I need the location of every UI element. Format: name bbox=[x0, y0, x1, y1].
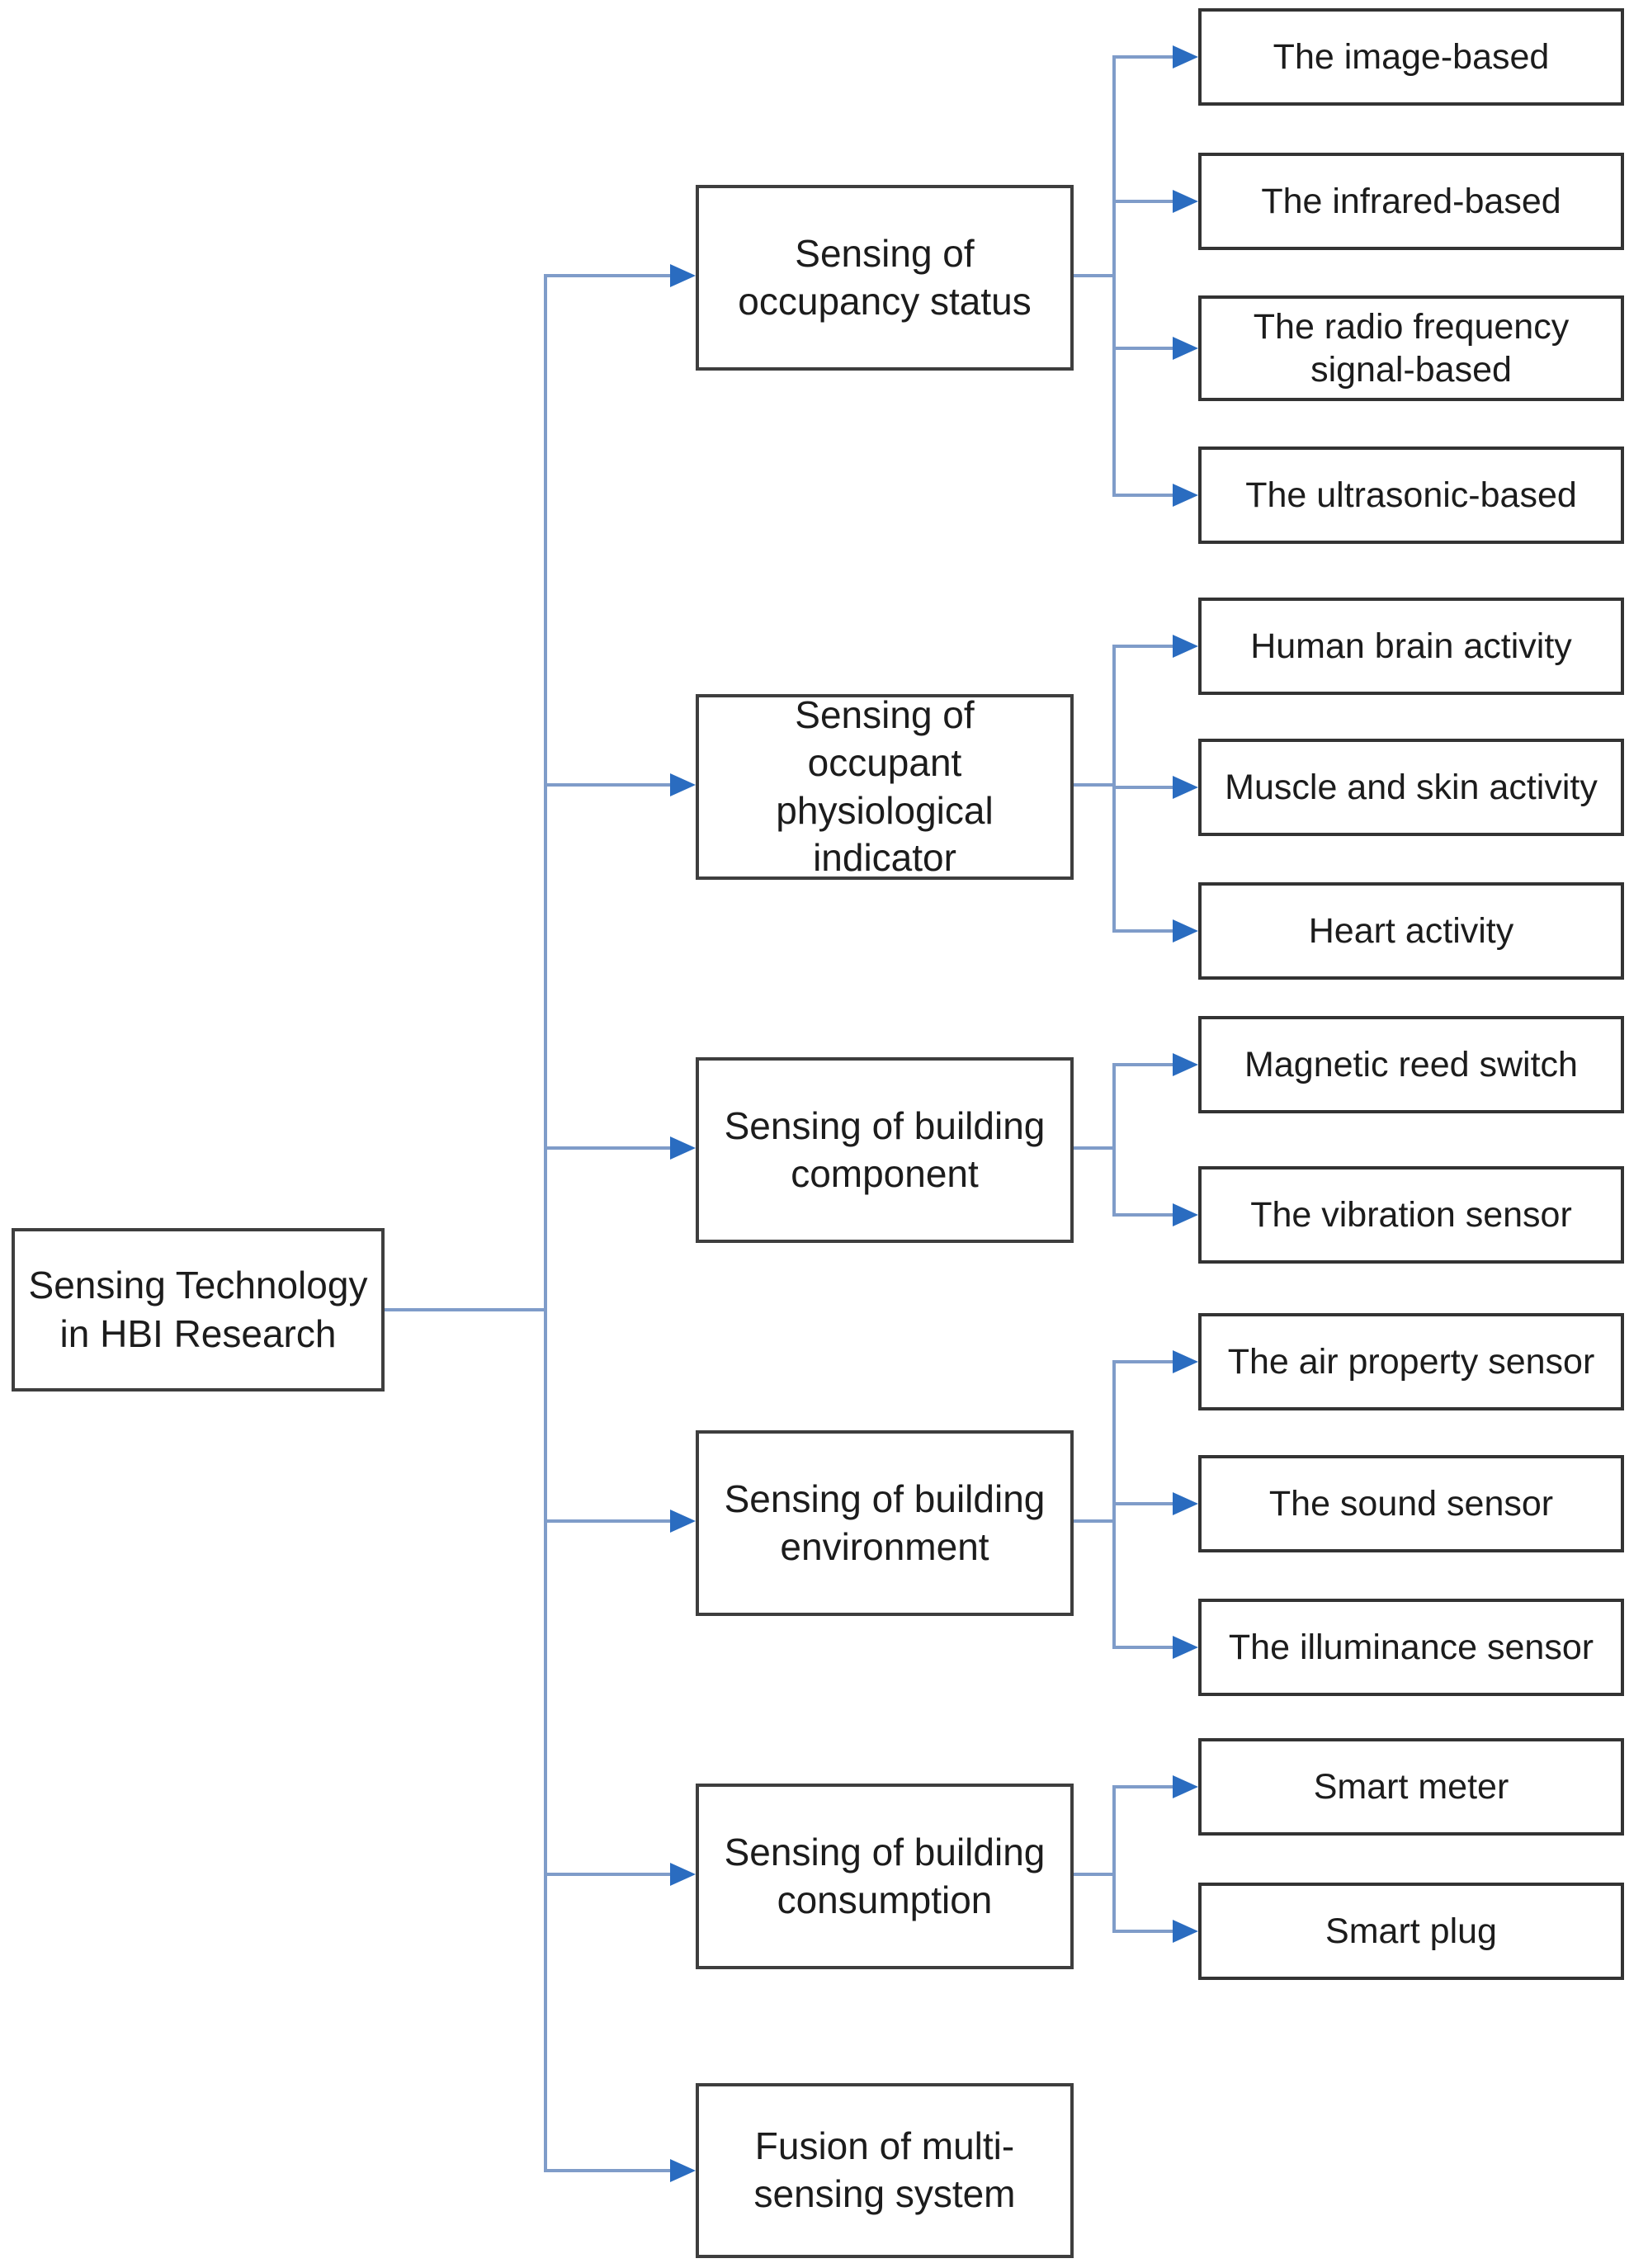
connector-line bbox=[1112, 1502, 1175, 1505]
connector-line bbox=[1112, 1063, 1175, 1066]
leaf-node-label: Heart activity bbox=[1308, 910, 1514, 951]
arrowhead-icon bbox=[670, 773, 696, 796]
arrowhead-icon bbox=[1173, 190, 1198, 213]
group-node-label: Fusion of multi-sensing system bbox=[753, 2124, 1016, 2215]
connector-line bbox=[1112, 55, 1175, 59]
leaf-node-label: The vibration sensor bbox=[1250, 1194, 1572, 1235]
connector-line bbox=[545, 2169, 671, 2172]
leaf-node-box: The air property sensor bbox=[1198, 1313, 1624, 1410]
leaf-node-label: Magnetic reed switch bbox=[1244, 1044, 1578, 1084]
connector-line bbox=[545, 274, 671, 277]
group-node-box-building-component: Sensing of building component bbox=[696, 1057, 1074, 1243]
root-node-box: Sensing Technology in HBI Research bbox=[12, 1228, 385, 1392]
arrowhead-icon bbox=[1173, 1053, 1198, 1076]
leaf-node-box: The vibration sensor bbox=[1198, 1166, 1624, 1264]
connector-line bbox=[1112, 347, 1175, 350]
connector-line bbox=[545, 1873, 671, 1876]
group-node-box-building-consumption: Sensing of building consumption bbox=[696, 1784, 1074, 1969]
leaf-node-label: Muscle and skin activity bbox=[1225, 767, 1598, 807]
connector-line bbox=[1112, 1785, 1175, 1788]
leaf-node-label: The air property sensor bbox=[1227, 1341, 1595, 1382]
arrowhead-icon bbox=[1173, 1492, 1198, 1515]
leaf-node-box: Muscle and skin activity bbox=[1198, 739, 1624, 836]
connector-line bbox=[1112, 1646, 1175, 1649]
connector-line bbox=[385, 1308, 547, 1311]
leaf-node-box: Smart plug bbox=[1198, 1883, 1624, 1980]
arrowhead-icon bbox=[1173, 919, 1198, 943]
leaf-node-box: The infrared-based bbox=[1198, 153, 1624, 250]
connector-line bbox=[545, 1146, 671, 1150]
arrowhead-icon bbox=[1173, 484, 1198, 507]
root-node-label: Sensing Technology in HBI Research bbox=[28, 1264, 368, 1355]
leaf-node-box: The image-based bbox=[1198, 8, 1624, 106]
leaf-node-label: The infrared-based bbox=[1261, 181, 1561, 221]
leaf-node-box: Smart meter bbox=[1198, 1738, 1624, 1836]
connector-line bbox=[1112, 494, 1175, 497]
group-node-box-physiological-indicator: Sensing of occupant physiological indica… bbox=[696, 692, 1074, 880]
connector-line bbox=[545, 1519, 671, 1523]
arrowhead-icon bbox=[1173, 776, 1198, 799]
arrowhead-icon bbox=[1173, 1203, 1198, 1226]
group-node-label: Sensing of building component bbox=[724, 1103, 1046, 1195]
group-node-box-building-environment: Sensing of building environment bbox=[696, 1430, 1074, 1616]
group-node-label: Sensing of occupancy status bbox=[738, 231, 1032, 323]
leaf-node-box: Human brain activity bbox=[1198, 598, 1624, 695]
connector-line bbox=[1112, 55, 1116, 497]
leaf-node-box: The illuminance sensor bbox=[1198, 1599, 1624, 1696]
connector-line bbox=[1074, 1873, 1116, 1876]
connector-line bbox=[1074, 1146, 1116, 1150]
leaf-node-box: The ultrasonic-based bbox=[1198, 447, 1624, 544]
connector-line bbox=[1112, 1063, 1116, 1217]
connector-line bbox=[1112, 929, 1175, 933]
group-node-label: Sensing of building consumption bbox=[724, 1830, 1046, 1921]
arrowhead-icon bbox=[1173, 1350, 1198, 1373]
connector-line bbox=[1112, 200, 1175, 203]
connector-line bbox=[1112, 1213, 1175, 1217]
leaf-node-box: Magnetic reed switch bbox=[1198, 1016, 1624, 1113]
connector-line bbox=[1112, 645, 1175, 648]
connector-line bbox=[1074, 274, 1116, 277]
group-node-label: Sensing of building environment bbox=[724, 1477, 1046, 1568]
connector-line bbox=[1112, 1785, 1116, 1933]
arrowhead-icon bbox=[670, 264, 696, 287]
leaf-node-label: Human brain activity bbox=[1250, 626, 1572, 666]
connector-line bbox=[1074, 783, 1116, 787]
arrowhead-icon bbox=[670, 1863, 696, 1886]
arrowhead-icon bbox=[1173, 1775, 1198, 1798]
arrowhead-icon bbox=[1173, 1920, 1198, 1943]
arrowhead-icon bbox=[1173, 635, 1198, 658]
connector-line bbox=[545, 783, 671, 787]
group-node-label: Sensing of occupant physiological indica… bbox=[776, 692, 994, 880]
leaf-node-box: The radio frequency signal-based bbox=[1198, 295, 1624, 401]
leaf-node-label: The illuminance sensor bbox=[1228, 1627, 1594, 1667]
leaf-node-label: The sound sensor bbox=[1268, 1483, 1554, 1524]
leaf-node-box: The sound sensor bbox=[1198, 1455, 1624, 1552]
leaf-node-label: The ultrasonic-based bbox=[1245, 475, 1577, 515]
connector-line bbox=[544, 274, 547, 2172]
group-node-box-fusion: Fusion of multi-sensing system bbox=[696, 2083, 1074, 2258]
leaf-node-label: Smart meter bbox=[1313, 1766, 1509, 1807]
connector-line bbox=[1074, 1519, 1116, 1523]
arrowhead-icon bbox=[670, 2159, 696, 2182]
arrowhead-icon bbox=[1173, 337, 1198, 360]
arrowhead-icon bbox=[670, 1136, 696, 1160]
leaf-node-label: The image-based bbox=[1273, 36, 1550, 77]
leaf-node-box: Heart activity bbox=[1198, 882, 1624, 980]
connector-line bbox=[1112, 786, 1175, 789]
arrowhead-icon bbox=[1173, 45, 1198, 69]
connector-line bbox=[1112, 1930, 1175, 1933]
group-node-box-occupancy-status: Sensing of occupancy status bbox=[696, 185, 1074, 371]
arrowhead-icon bbox=[670, 1510, 696, 1533]
leaf-node-label: The radio frequency signal-based bbox=[1253, 306, 1570, 390]
arrowhead-icon bbox=[1173, 1636, 1198, 1659]
connector-line bbox=[1112, 1360, 1175, 1363]
leaf-node-label: Smart plug bbox=[1325, 1911, 1497, 1951]
